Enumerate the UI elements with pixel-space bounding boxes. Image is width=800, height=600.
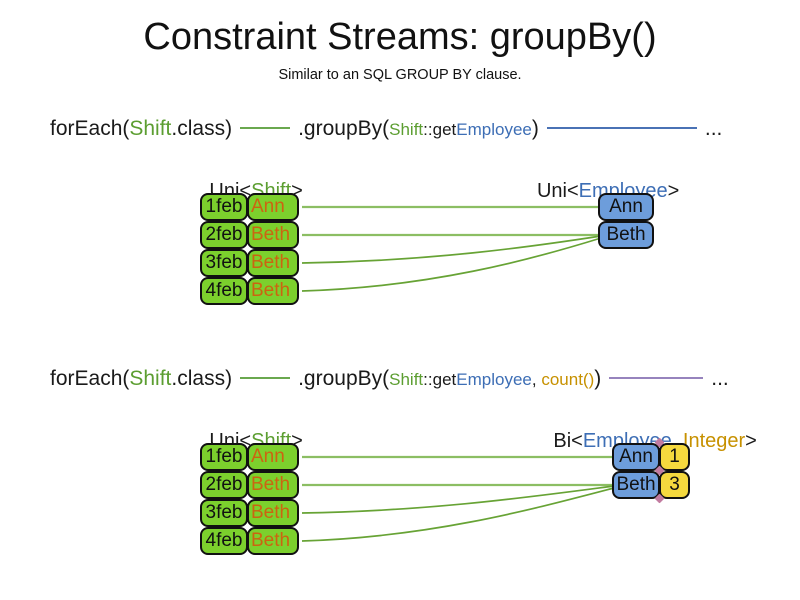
shift-row: 2feb Beth: [200, 471, 299, 499]
employee-group-box: Beth: [598, 221, 654, 249]
code-token-close-paren: ): [531, 117, 539, 140]
label-uni-post: >: [291, 180, 303, 202]
code-token-class: .class): [171, 117, 233, 140]
code-token-arg-shift: Shift: [389, 370, 424, 389]
shift-date-cell: 4feb: [200, 277, 248, 305]
shift-date-cell: 1feb: [200, 193, 248, 221]
page-subtitle: Similar to an SQL GROUP BY clause.: [278, 67, 522, 83]
code-token-shift-class: Shift: [129, 117, 172, 140]
stream-line-green: [240, 377, 291, 379]
code-token-foreach: forEach(: [50, 117, 130, 140]
connector-line: [301, 487, 615, 542]
shift-date-cell: 2feb: [200, 471, 248, 499]
code-token-foreach: forEach(: [50, 367, 130, 390]
code-token-comma: ,: [531, 370, 542, 389]
shift-date-cell: 2feb: [200, 221, 248, 249]
shift-employee-cell: Beth: [247, 527, 299, 555]
shift-row: 4feb Beth: [200, 277, 299, 305]
code-token-count: count(): [541, 370, 595, 389]
shift-employee-cell: Ann: [247, 443, 299, 471]
code-token-class: .class): [171, 367, 233, 390]
label-uni-pre: Uni<: [536, 180, 579, 202]
label-bi-pre: Bi<: [553, 430, 583, 452]
code-token-groupby: .groupBy(: [298, 367, 390, 390]
shift-date-cell: 1feb: [200, 443, 248, 471]
code-token-arg-shift: Shift: [389, 120, 424, 139]
shift-row: 3feb Beth: [200, 499, 299, 527]
code-token-arg-get: ::get: [423, 370, 457, 389]
count-box: 3: [659, 471, 690, 499]
stream-line-purple: [609, 377, 704, 379]
code-token-shift-class: Shift: [129, 367, 172, 390]
code-token-arg-employee: Employee: [456, 370, 532, 389]
code-token-groupby: .groupBy(: [298, 117, 390, 140]
shift-employee-cell: Beth: [247, 249, 299, 277]
label-comma: ,: [671, 430, 683, 452]
connector-line: [301, 235, 602, 264]
shift-date-cell: 4feb: [200, 527, 248, 555]
shift-date-cell: 3feb: [200, 499, 248, 527]
ellipsis: ...: [704, 117, 723, 140]
label-uni-post: >: [291, 430, 303, 452]
count-box: 1: [659, 443, 690, 471]
shift-row: 3feb Beth: [200, 249, 299, 277]
shift-employee-cell: Beth: [247, 471, 299, 499]
shift-row: 4feb Beth: [200, 527, 299, 555]
shift-employee-cell: Beth: [247, 221, 299, 249]
stream-line-blue: [546, 127, 697, 129]
employee-group-box: Ann: [598, 193, 654, 221]
label-integer-type: Integer: [682, 430, 746, 452]
code-line-1: forEach(Shift.class) .groupBy(Shift::get…: [50, 117, 722, 147]
shift-date-cell: 3feb: [200, 249, 248, 277]
code-token-arg-get: ::get: [423, 120, 457, 139]
connector-line: [301, 485, 615, 514]
shift-row: 1feb Ann: [200, 443, 299, 471]
code-token-close-paren: ): [594, 367, 602, 390]
shift-employee-cell: Ann: [247, 193, 299, 221]
code-token-arg-employee: Employee: [456, 120, 532, 139]
shift-row: 2feb Beth: [200, 221, 299, 249]
page-title: Constraint Streams: groupBy(): [143, 16, 657, 58]
stream-line-green: [240, 127, 291, 129]
connector-line: [301, 237, 602, 292]
shift-employee-cell: Beth: [247, 499, 299, 527]
employee-group-box: Ann: [612, 443, 660, 471]
shift-row: 1feb Ann: [200, 193, 299, 221]
employee-group-box: Beth: [612, 471, 660, 499]
ellipsis: ...: [711, 367, 729, 390]
code-line-2: forEach(Shift.class) .groupBy(Shift::get…: [50, 367, 729, 397]
label-uni-post: >: [667, 180, 680, 202]
label-bi-post: >: [745, 430, 757, 452]
section1-target-type-label: Uni<Employee>: [515, 157, 680, 226]
shift-employee-cell: Beth: [247, 277, 299, 305]
